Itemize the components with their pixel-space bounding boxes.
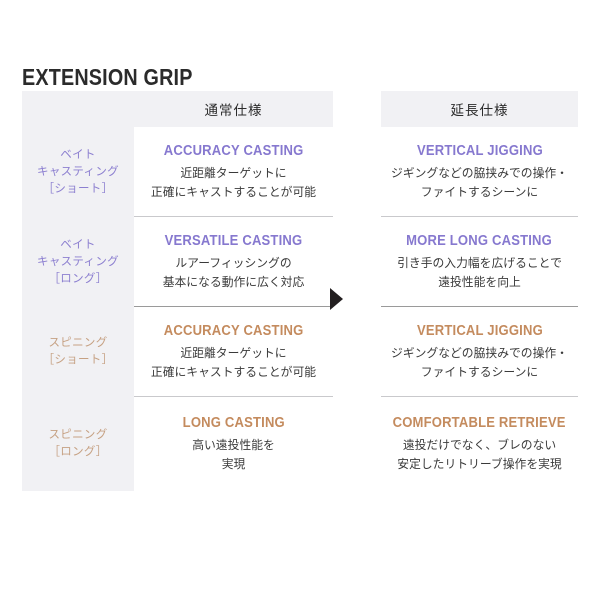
- row-label-line: スピニング: [48, 337, 108, 349]
- row-label-line: スピニング: [48, 429, 108, 441]
- spec-desc-line: 遠投性能を向上: [438, 274, 521, 289]
- table-header-row: 通常仕様 延長仕様: [22, 91, 578, 127]
- header-cell-extension-spec: 延長仕様: [381, 91, 578, 127]
- spec-comparison-table: 通常仕様 延長仕様 ベイト キャスティング ［ショート］ ACCURACY CA…: [22, 91, 578, 491]
- row-label-cell: スピニング ［ショート］: [22, 307, 134, 397]
- rule-row1-right: [381, 306, 578, 307]
- gap-cell: [333, 127, 381, 217]
- spec-desc-line: 近距離ターゲットに: [180, 165, 287, 180]
- spec-desc-line: 基本になる動作に広く対応: [162, 274, 305, 289]
- spec-desc-line: 正確にキャストすることが可能: [150, 364, 317, 379]
- row-label-line: ［ショート］: [42, 354, 114, 366]
- spec-desc-line: 正確にキャストすることが可能: [150, 184, 317, 199]
- normal-spec-cell: ACCURACY CASTING 近距離ターゲットに 正確にキャストすることが可…: [134, 307, 333, 397]
- row-label-cell: ベイト キャスティング ［ショート］: [22, 127, 134, 217]
- row-label-line: キャスティング: [37, 255, 119, 268]
- row-label-cell: スピニング ［ロング］: [22, 397, 134, 491]
- gap-cell: [333, 307, 381, 397]
- spec-desc-line: 実現: [221, 456, 246, 471]
- spec-desc-line: ジギングなどの脇挟みでの操作・: [391, 345, 568, 360]
- spec-desc-line: ファイトするシーンに: [420, 184, 539, 199]
- extension-spec-cell: COMFORTABLE RETRIEVE 遠投だけでなく、ブレのない 安定したリ…: [381, 397, 578, 491]
- spec-heading: VERTICAL JIGGING: [416, 322, 543, 339]
- spec-heading: ACCURACY CASTING: [163, 142, 304, 159]
- row-label-line: ベイト: [60, 238, 96, 251]
- spec-heading: LONG CASTING: [182, 414, 285, 431]
- spec-desc-line: 高い遠投性能を: [192, 437, 275, 452]
- spec-desc-line: ファイトするシーンに: [420, 364, 539, 379]
- normal-spec-cell: LONG CASTING 高い遠投性能を 実現: [134, 397, 333, 491]
- rule-row0-right: [381, 216, 578, 217]
- header-cell-blank: [22, 91, 134, 127]
- rule-row2-left: [22, 396, 333, 397]
- spec-desc-line: 安定したリトリーブ操作を実現: [397, 456, 562, 471]
- rule-row0-left: [22, 216, 333, 217]
- row-label-line: キャスティング: [37, 165, 119, 178]
- row-label-line: ［ショート］: [42, 182, 114, 195]
- gap-cell: [333, 397, 381, 491]
- triangle-right-icon: [330, 288, 343, 310]
- spec-heading: ACCURACY CASTING: [163, 322, 304, 339]
- table-row: ベイト キャスティング ［ロング］ VERSATILE CASTING ルアーフ…: [22, 217, 578, 307]
- spec-heading: VERTICAL JIGGING: [416, 142, 543, 159]
- row-label-cell: ベイト キャスティング ［ロング］: [22, 217, 134, 307]
- header-cell-gap: [333, 91, 381, 127]
- spec-desc-line: 引き手の入力幅を広げることで: [397, 255, 562, 270]
- page-title: EXTENSION GRIP: [22, 64, 193, 91]
- extension-spec-cell: VERTICAL JIGGING ジギングなどの脇挟みでの操作・ ファイトするシ…: [381, 127, 578, 217]
- spec-heading: MORE LONG CASTING: [406, 232, 553, 249]
- spec-desc-line: 近距離ターゲットに: [180, 345, 287, 360]
- row-label-line: ［ロング］: [48, 446, 108, 458]
- extension-spec-cell: VERTICAL JIGGING ジギングなどの脇挟みでの操作・ ファイトするシ…: [381, 307, 578, 397]
- spec-desc-line: ジギングなどの脇挟みでの操作・: [391, 165, 568, 180]
- row-label-line: ［ロング］: [48, 272, 108, 285]
- spec-desc-line: 遠投だけでなく、ブレのない: [402, 437, 557, 452]
- table-row: スピニング ［ショート］ ACCURACY CASTING 近距離ターゲットに …: [22, 307, 578, 397]
- rule-row1-left: [22, 306, 333, 307]
- table-row: スピニング ［ロング］ LONG CASTING 高い遠投性能を 実現 COMF…: [22, 397, 578, 491]
- rule-row2-right: [381, 396, 578, 397]
- normal-spec-cell: ACCURACY CASTING 近距離ターゲットに 正確にキャストすることが可…: [134, 127, 333, 217]
- spec-desc-line: ルアーフィッシングの: [175, 255, 292, 270]
- header-label-extension: 延長仕様: [450, 103, 509, 118]
- spec-heading: COMFORTABLE RETRIEVE: [392, 414, 566, 431]
- spec-heading: VERSATILE CASTING: [164, 232, 303, 249]
- extension-spec-cell: MORE LONG CASTING 引き手の入力幅を広げることで 遠投性能を向上: [381, 217, 578, 307]
- row-label-line: ベイト: [60, 148, 96, 161]
- header-label-normal: 通常仕様: [204, 103, 263, 118]
- normal-spec-cell: VERSATILE CASTING ルアーフィッシングの 基本になる動作に広く対…: [134, 217, 333, 307]
- header-cell-normal-spec: 通常仕様: [134, 91, 333, 127]
- table-row: ベイト キャスティング ［ショート］ ACCURACY CASTING 近距離タ…: [22, 127, 578, 217]
